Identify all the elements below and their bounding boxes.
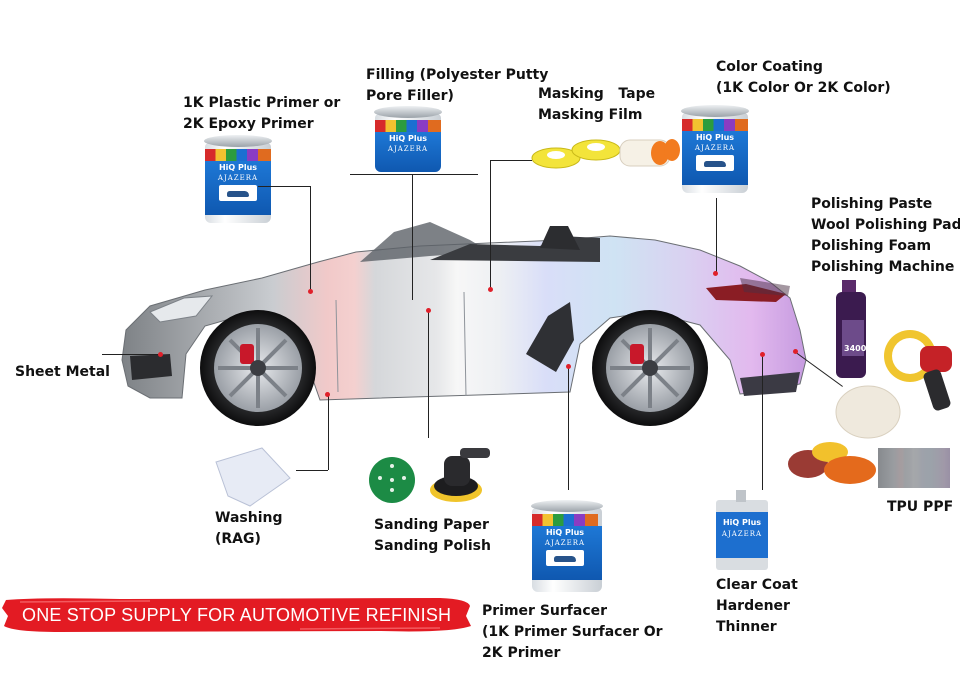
polishing-machine-image	[884, 330, 952, 411]
label-tpu-ppf: TPU PPF	[887, 499, 954, 515]
pointer-dot	[308, 289, 313, 294]
pointer-dot	[760, 352, 765, 357]
pointer-dot	[426, 308, 431, 313]
wool-pad-image	[835, 385, 901, 439]
pointer-dot	[325, 392, 330, 397]
taillight	[706, 284, 786, 302]
connector-primer	[258, 186, 310, 187]
connector-clear-coat	[762, 354, 763, 490]
connector-washing	[296, 470, 328, 471]
connector-filling	[350, 174, 478, 175]
label-color-coating: Color Coating(1K Color Or 2K Color)	[716, 59, 891, 96]
polish-bottle-text: 3400	[844, 344, 867, 353]
pointer-dot	[158, 352, 163, 357]
rag-image	[215, 447, 291, 507]
clear-coat-tin-image	[716, 490, 768, 570]
connector-washing-v	[328, 394, 329, 470]
connector-primer-v	[310, 186, 311, 292]
polishing-bottle-image	[836, 280, 866, 378]
sander-image	[430, 448, 490, 502]
rollbar	[540, 226, 580, 250]
banner-brush	[2, 598, 471, 632]
connector-color	[716, 198, 717, 274]
headlight	[149, 295, 214, 323]
polishing-foam-image	[788, 442, 876, 484]
pointer-dot	[488, 287, 493, 292]
connector-filling-v	[412, 174, 413, 300]
label-sheet-metal: Sheet Metal	[15, 364, 110, 380]
connector-masking	[490, 160, 532, 161]
clear-coat-label: HiQ Plus AJAZERA	[721, 518, 763, 538]
connector-sanding	[428, 312, 429, 438]
pointer-dot	[793, 349, 798, 354]
front-intake	[130, 354, 172, 380]
pointer-dot	[713, 271, 718, 276]
connector-masking-v	[490, 160, 491, 290]
connector-primer-surfacer	[568, 366, 569, 490]
label-washing: Washing(RAG)	[215, 510, 283, 547]
side-intake	[526, 302, 574, 372]
connector-sheet-metal	[102, 354, 160, 355]
banner-text: ONE STOP SUPPLY FOR AUTOMOTIVE REFINISH	[22, 605, 452, 625]
masking-tape-image	[531, 139, 680, 169]
pointer-dot	[566, 364, 571, 369]
